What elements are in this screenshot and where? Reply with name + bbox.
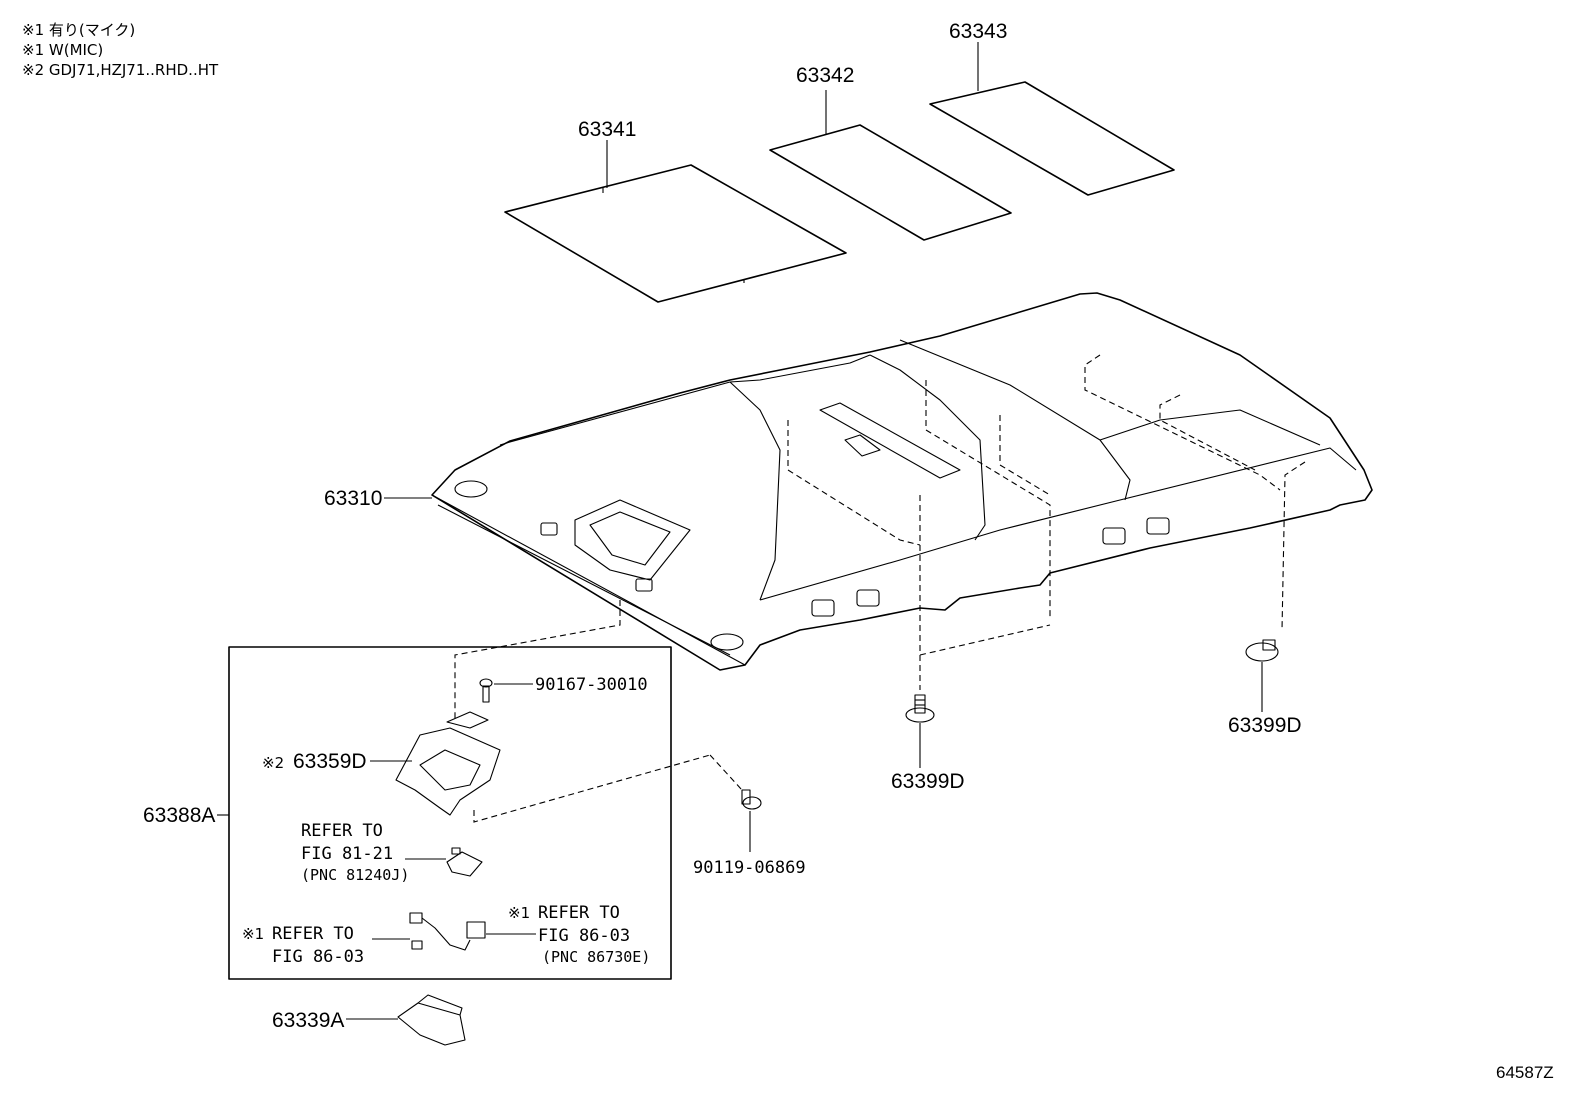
assembly-box-63388A: [228, 646, 672, 980]
label-63388A[interactable]: 63388A: [143, 804, 215, 827]
ref3-line2: FIG 86-03: [538, 926, 630, 946]
pad-63343[interactable]: [929, 81, 1175, 196]
clip-63399D-right[interactable]: [1245, 639, 1279, 662]
mic-wire-harness[interactable]: [409, 912, 486, 951]
label-63339A[interactable]: 63339A: [272, 1009, 344, 1032]
ref1-line2: FIG 81-21: [301, 844, 393, 864]
bracket-63359D[interactable]: [395, 711, 501, 816]
ref1-line3: (PNC 81240J): [301, 866, 409, 884]
label-63359D[interactable]: 63359D: [293, 750, 367, 773]
label-63341[interactable]: 63341: [578, 118, 636, 141]
pad-63341[interactable]: [504, 164, 847, 303]
note-mic-jp: ※1 有り(マイク): [22, 21, 135, 39]
note-model-codes: ※2 GDJ71,HZJ71..RHD..HT: [22, 61, 219, 79]
screw-90167[interactable]: [479, 678, 493, 703]
dashed-assembly-lines: [454, 354, 1306, 823]
label-63399D-right[interactable]: 63399D: [1228, 714, 1302, 737]
clip-63399D-left[interactable]: [905, 694, 935, 723]
roof-headliner-63310[interactable]: [431, 292, 1373, 671]
label-63399D-left[interactable]: 63399D: [891, 770, 965, 793]
label-63342[interactable]: 63342: [796, 64, 854, 87]
ref2-line1: REFER TO: [272, 924, 354, 944]
ref2-mark: ※1: [242, 925, 264, 943]
mark-63359D: ※2: [262, 754, 284, 772]
label-63310[interactable]: 63310: [324, 487, 382, 510]
label-63343[interactable]: 63343: [949, 20, 1007, 43]
ref1-line1: REFER TO: [301, 821, 383, 841]
label-90119-06869[interactable]: 90119-06869: [693, 858, 806, 878]
map-lamp-part[interactable]: [446, 847, 483, 877]
ref3-line1: REFER TO: [538, 903, 620, 923]
screw-90119[interactable]: [741, 789, 762, 810]
pad-63342[interactable]: [769, 124, 1012, 241]
ref3-mark: ※1: [508, 904, 530, 922]
ref2-line2: FIG 86-03: [272, 947, 364, 967]
ref3-line3: (PNC 86730E): [542, 948, 650, 966]
label-90167-30010[interactable]: 90167-30010: [535, 675, 648, 695]
figure-id: 64587Z: [1496, 1063, 1554, 1082]
cover-63339A[interactable]: [397, 994, 466, 1046]
note-mic-en: ※1 W(MIC): [22, 41, 103, 59]
